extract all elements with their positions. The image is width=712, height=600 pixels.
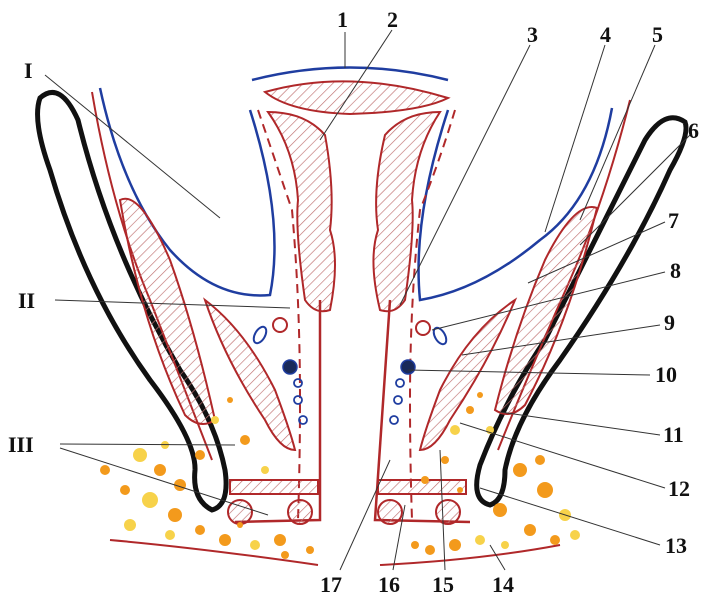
fat-dot: [281, 551, 289, 559]
leader-I: [45, 75, 220, 218]
fat-dot: [274, 534, 286, 546]
fat-dot: [425, 545, 435, 555]
left-sphincter-circle-2: [288, 500, 312, 524]
fat-dot: [411, 541, 419, 549]
fat-dot: [306, 546, 314, 554]
right-small-vessel-1: [396, 379, 404, 387]
left-artery: [273, 318, 287, 332]
leader-3: [400, 45, 530, 305]
label-15: 15: [432, 572, 454, 597]
fat-tissue-dots: [100, 392, 580, 559]
fat-dot: [195, 450, 205, 460]
label-2: 2: [387, 7, 398, 32]
label-3: 3: [527, 22, 538, 47]
label-9: 9: [664, 310, 675, 335]
fat-dot: [250, 540, 260, 550]
right-inner-muscle: [420, 300, 515, 450]
right-vein-oval: [431, 326, 449, 347]
label-16: 16: [378, 572, 400, 597]
label-5: 5: [652, 22, 663, 47]
left-small-vessel-2: [294, 396, 302, 404]
label-13: 13: [665, 533, 687, 558]
right-sphincter-circle-2: [436, 500, 460, 524]
right-small-vessel-2: [394, 396, 402, 404]
fat-dot: [501, 541, 509, 549]
right-sphincter-circle-1: [378, 500, 402, 524]
left-inner-muscle: [205, 300, 295, 450]
label-7: 7: [668, 208, 679, 233]
fat-dot: [211, 416, 219, 424]
right-rectal-wall: [373, 112, 440, 311]
label-10: 10: [655, 362, 677, 387]
left-skin-outline: [38, 92, 227, 510]
fat-dot: [441, 456, 449, 464]
leader-13: [480, 488, 660, 545]
fat-dot: [240, 435, 250, 445]
sacral-cap: [265, 81, 448, 114]
fat-dot: [513, 463, 527, 477]
fat-dot: [165, 530, 175, 540]
fat-dot: [421, 476, 429, 484]
fat-dot: [100, 465, 110, 475]
right-small-vessel-3: [390, 416, 398, 424]
right-bottom-skin: [380, 545, 560, 565]
fat-dot: [524, 524, 536, 536]
leader-11: [500, 412, 660, 435]
fat-dot: [154, 464, 166, 476]
label-1: 1: [337, 7, 348, 32]
fat-dot: [466, 406, 474, 414]
label-I: I: [24, 58, 33, 83]
fat-dot: [449, 539, 461, 551]
fat-dot: [493, 503, 507, 517]
label-4: 4: [600, 22, 611, 47]
label-6: 6: [688, 118, 699, 143]
fat-dot: [450, 425, 460, 435]
fat-dot: [168, 508, 182, 522]
right-nerve: [401, 360, 415, 374]
leader-III-a: [60, 444, 235, 445]
fat-dot: [570, 530, 580, 540]
fat-dot: [457, 487, 463, 493]
fat-dot: [124, 519, 136, 531]
fat-dot: [237, 522, 243, 528]
label-12: 12: [668, 476, 690, 501]
fat-dot: [120, 485, 130, 495]
fat-dot: [261, 466, 269, 474]
right-peritoneum: [419, 108, 612, 300]
label-8: 8: [670, 258, 681, 283]
left-vein-oval: [251, 325, 269, 346]
fat-dot: [475, 535, 485, 545]
label-17: 17: [320, 572, 342, 597]
fat-dot: [535, 455, 545, 465]
fat-dot: [227, 397, 233, 403]
left-levator-muscle: [120, 199, 215, 424]
fat-dot: [142, 492, 158, 508]
left-nerve: [283, 360, 297, 374]
label-14: 14: [492, 572, 514, 597]
label-II: II: [18, 288, 35, 313]
fat-dot: [219, 534, 231, 546]
label-11: 11: [663, 422, 684, 447]
fat-dot: [195, 525, 205, 535]
fat-dot: [537, 482, 553, 498]
leader-14: [490, 545, 505, 570]
fat-dot: [550, 535, 560, 545]
left-rectal-wall: [268, 112, 335, 311]
fat-dot: [477, 392, 483, 398]
right-artery: [416, 321, 430, 335]
fat-dot: [133, 448, 147, 462]
label-III: III: [8, 432, 34, 457]
leader-12: [460, 423, 665, 488]
peritoneum-top-line: [252, 68, 448, 81]
left-sphincter-band: [230, 480, 318, 494]
